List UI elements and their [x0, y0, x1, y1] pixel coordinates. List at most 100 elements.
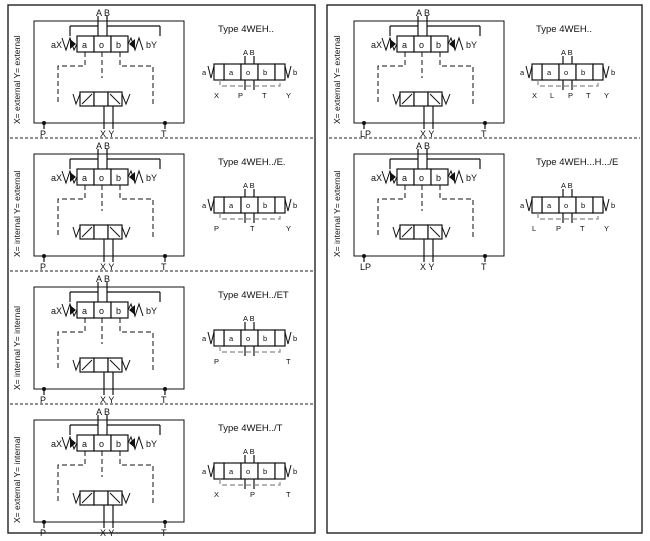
- port-x-y-label: X Y: [420, 262, 434, 272]
- simple-left-a-label: a: [202, 334, 207, 343]
- main-circuit: [33, 15, 185, 130]
- position-b-label: b: [436, 173, 441, 183]
- port-ax-label: aX: [51, 173, 62, 183]
- simple-right-b-label: b: [293, 201, 297, 210]
- port-a-b-label: A B: [416, 141, 430, 151]
- simple-bottom-port-label: P: [214, 357, 219, 366]
- port-t-label: T: [161, 528, 167, 538]
- simple-port-a-b-label: A B: [243, 181, 255, 190]
- simple-position-a-label: a: [547, 201, 552, 210]
- simple-bottom-port-label: T: [262, 91, 267, 100]
- valve-type-label: Type 4WEH...H.../E: [536, 157, 618, 168]
- simple-bottom-port-label: X: [214, 91, 219, 100]
- port-by-label: bY: [146, 439, 157, 449]
- port-a-b-label: A B: [96, 274, 110, 284]
- simple-bottom-port-label: T: [286, 490, 291, 499]
- simple-bottom-port-label: L: [550, 91, 554, 100]
- port-config-label: X= internal Y= external: [332, 171, 342, 257]
- port-ax-label: aX: [51, 40, 62, 50]
- simple-left-a-label: a: [202, 68, 207, 77]
- simple-bottom-port-label: L: [532, 224, 536, 233]
- main-circuit: [353, 148, 505, 263]
- valve-type-label: Type 4WEH..: [536, 24, 592, 35]
- position-a-label: a: [82, 306, 87, 316]
- valve-type-label: Type 4WEH../ET: [218, 290, 289, 301]
- simple-position-a-label: a: [547, 68, 552, 77]
- port-config-label: X= external Y= external: [332, 35, 342, 124]
- port-x-y-label: X Y: [420, 129, 434, 139]
- position-a-label: a: [82, 439, 87, 449]
- port-p-label: P: [40, 129, 46, 139]
- port-a-b-label: A B: [96, 141, 110, 151]
- main-circuit: [33, 148, 185, 263]
- simple-bottom-port-label: X: [214, 490, 219, 499]
- simple-bottom-port-label: X: [532, 91, 537, 100]
- port-t-label: T: [481, 129, 487, 139]
- valve-type-label: Type 4WEH../T: [218, 423, 283, 434]
- main-circuit: [33, 414, 185, 529]
- port-x-y-label: X Y: [100, 395, 114, 405]
- simple-left-a-label: a: [520, 201, 525, 210]
- position-o-label: o: [419, 173, 424, 183]
- simple-position-o-label: o: [246, 467, 250, 476]
- main-circuit: [353, 15, 505, 130]
- simple-port-a-b-label: A B: [561, 48, 573, 57]
- simple-position-b-label: b: [263, 467, 267, 476]
- valve-type-label: Type 4WEH..: [218, 24, 274, 35]
- simple-position-b-label: b: [581, 68, 585, 77]
- simple-position-a-label: a: [229, 334, 234, 343]
- position-o-label: o: [99, 439, 104, 449]
- simple-position-o-label: o: [246, 201, 250, 210]
- simple-port-a-b-label: A B: [243, 314, 255, 323]
- valve-type-label: Type 4WEH../E.: [218, 157, 286, 168]
- port-ax-label: aX: [51, 439, 62, 449]
- port-t-label: T: [161, 129, 167, 139]
- port-p-label: P: [40, 528, 46, 538]
- simple-position-a-label: a: [229, 201, 234, 210]
- simple-bottom-port-label: T: [580, 224, 585, 233]
- port-p-label: LP: [360, 262, 371, 272]
- port-a-b-label: A B: [96, 407, 110, 417]
- port-p-label: P: [40, 262, 46, 272]
- simple-position-b-label: b: [263, 201, 267, 210]
- position-o-label: o: [99, 306, 104, 316]
- simple-bottom-port-label: T: [286, 357, 291, 366]
- port-by-label: bY: [146, 40, 157, 50]
- simple-position-o-label: o: [246, 334, 250, 343]
- simple-position-o-label: o: [246, 68, 250, 77]
- simple-position-o-label: o: [564, 68, 568, 77]
- simple-right-b-label: b: [611, 68, 615, 77]
- simple-right-b-label: b: [293, 334, 297, 343]
- position-b-label: b: [436, 40, 441, 50]
- simple-port-a-b-label: A B: [243, 48, 255, 57]
- simple-position-a-label: a: [229, 68, 234, 77]
- port-config-label: X= internal Y= internal: [12, 306, 22, 390]
- position-o-label: o: [419, 40, 424, 50]
- port-config-label: X= internal Y= external: [12, 171, 22, 257]
- position-a-label: a: [402, 173, 407, 183]
- simple-bottom-port-label: P: [568, 91, 573, 100]
- simple-bottom-port-label: Y: [286, 224, 291, 233]
- port-ax-label: aX: [51, 306, 62, 316]
- port-t-label: T: [481, 262, 487, 272]
- position-b-label: b: [116, 306, 121, 316]
- simple-left-a-label: a: [202, 201, 207, 210]
- port-by-label: bY: [466, 173, 477, 183]
- right-panel-frame: [326, 4, 643, 534]
- port-x-y-label: X Y: [100, 528, 114, 538]
- simple-position-a-label: a: [229, 467, 234, 476]
- position-o-label: o: [99, 173, 104, 183]
- position-a-label: a: [402, 40, 407, 50]
- simple-position-b-label: b: [263, 68, 267, 77]
- simple-bottom-port-label: P: [238, 91, 243, 100]
- left-panel-frame: [7, 4, 316, 534]
- simple-bottom-port-label: Y: [286, 91, 291, 100]
- simple-right-b-label: b: [293, 68, 297, 77]
- main-circuit: [33, 281, 185, 396]
- simple-right-b-label: b: [611, 201, 615, 210]
